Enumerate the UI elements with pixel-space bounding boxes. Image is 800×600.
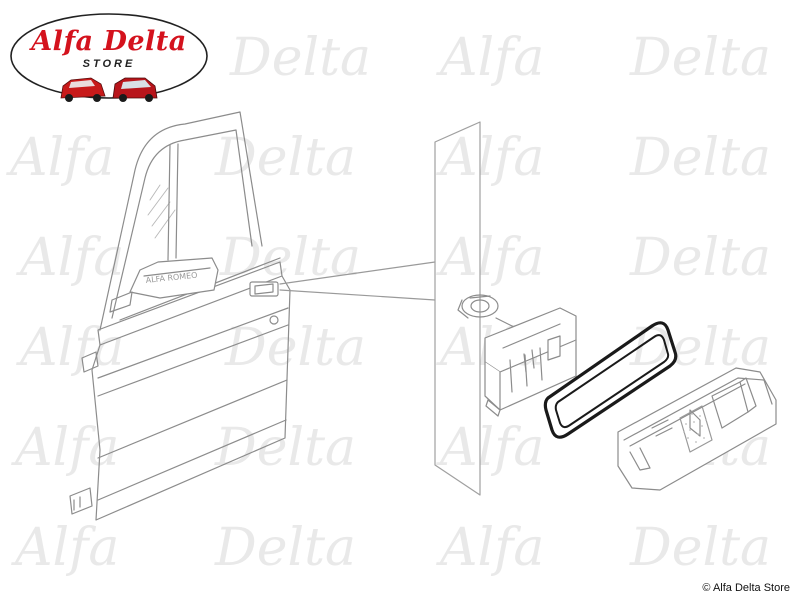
watermark-text: Alfa [15,418,120,478]
watermark-text: Alfa [440,418,545,478]
car-icon [60,77,106,102]
watermark-text: Delta [630,518,771,578]
car-door [69,111,291,521]
retaining-clip [457,294,521,331]
car-icon [112,77,158,102]
door-handle-gasket [543,321,678,439]
watermark-text: Delta [630,128,771,188]
handle-texture [683,413,707,443]
watermark-text: Delta [215,518,356,578]
watermark-text: Alfa [440,228,545,288]
watermark-text: Delta [225,318,366,378]
logo-badge [10,13,208,102]
handle-bracket [484,307,577,417]
watermark-text: Delta [630,228,771,288]
leader-line [279,289,436,301]
watermark-text: Alfa [440,28,545,88]
watermark-text: Alfa [440,518,545,578]
leader-line [279,261,436,285]
brand-logo: Alfa Delta STORE [9,12,209,104]
watermark-text: Alfa [20,228,125,288]
copyright-notice: © Alfa Delta Store [702,582,790,594]
watermark-text: Alfa [10,128,115,188]
watermark-text: Alfa [15,518,120,578]
watermark-text: Alfa [20,318,125,378]
logo-title: Alfa Delta [31,26,187,57]
door-inner-panel [434,121,481,496]
door-handle-body [617,367,777,491]
watermark-text: Alfa [440,128,545,188]
logo-subtitle: STORE [82,58,136,70]
watermark-text: Delta [630,28,771,88]
watermark-text: Delta [215,128,356,188]
watermark-text: Delta [230,28,371,88]
watermark-text: Delta [220,228,361,288]
